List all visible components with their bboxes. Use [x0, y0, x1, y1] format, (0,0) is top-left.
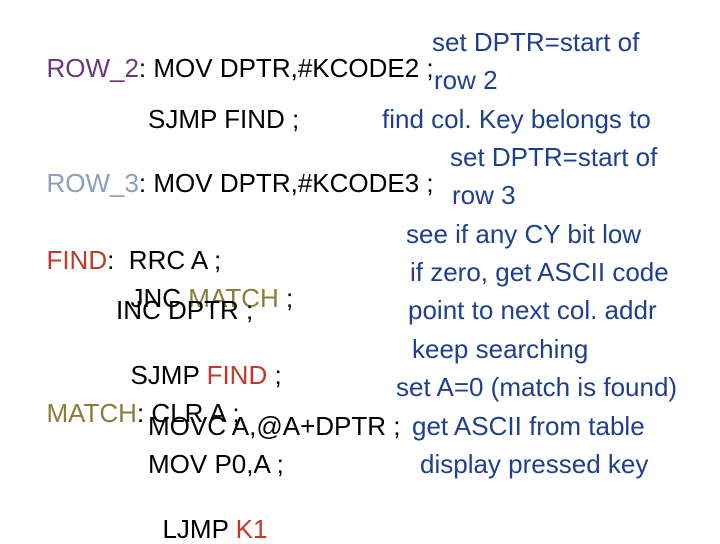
instruction-text: ; [278, 283, 294, 313]
code-line-1: ROW_2: MOV DPTR,#KCODE2 ; [32, 29, 434, 83]
instruction-text: LJMP [162, 514, 236, 544]
comment-line-4: set DPTR=start of [450, 142, 658, 172]
instruction-text: : CLR A ; [136, 398, 240, 428]
ref-find: FIND [206, 360, 268, 390]
comment-line-7: if zero, get ASCII code [410, 257, 669, 287]
comment-line-9: keep searching [412, 334, 589, 364]
code-line-6: FIND: RRC A ; [32, 221, 221, 273]
instruction-text: ; [267, 360, 282, 390]
comment-line-6: see if any CY bit low [406, 219, 642, 249]
code-line-8: INC DPTR ; [116, 295, 254, 325]
comment-line-8: point to next col. addr [408, 295, 657, 325]
label-find: FIND [46, 245, 108, 275]
ref-k1: K1 [235, 514, 268, 544]
code-line-7: JNC MATCH ; [116, 259, 293, 311]
code-line-13: LJMP K1 [148, 490, 267, 542]
code-line-12: MOV P0,A ; [148, 449, 284, 479]
instruction-text: : MOV DPTR,#KCODE3 ; [138, 168, 434, 198]
instruction-text: : RRC A ; [107, 245, 222, 275]
label-row-2: ROW_2 [46, 53, 139, 83]
comment-line-10: set A=0 (match is found) [396, 372, 678, 402]
ref-match: MATCH [188, 283, 279, 313]
code-line-4: ROW_3: MOV DPTR,#KCODE3 ; [32, 144, 434, 198]
code-line-10: MATCH: CLR A ; [32, 374, 240, 428]
code-line-3: SJMP FIND ; [148, 104, 300, 134]
label-row-3: ROW_3 [46, 168, 139, 198]
code-line-11: MOVC A,@A+DPTR ; [148, 411, 401, 441]
instruction-text: : MOV DPTR,#KCODE2 ; [138, 53, 434, 83]
comment-line-1: set DPTR=start of [432, 27, 640, 57]
comment-line-11: get ASCII from table [412, 411, 645, 441]
code-line-9: SJMP FIND ; [116, 336, 282, 390]
comment-line-12: display pressed key [420, 449, 649, 479]
label-match: MATCH [46, 398, 137, 428]
comment-line-3: find col. Key belongs to [382, 104, 651, 134]
instruction-text: SJMP [130, 360, 207, 390]
comment-line-2: row 2 [434, 65, 498, 95]
comment-line-5: row 3 [452, 180, 516, 210]
instruction-text: JNC [130, 283, 189, 313]
